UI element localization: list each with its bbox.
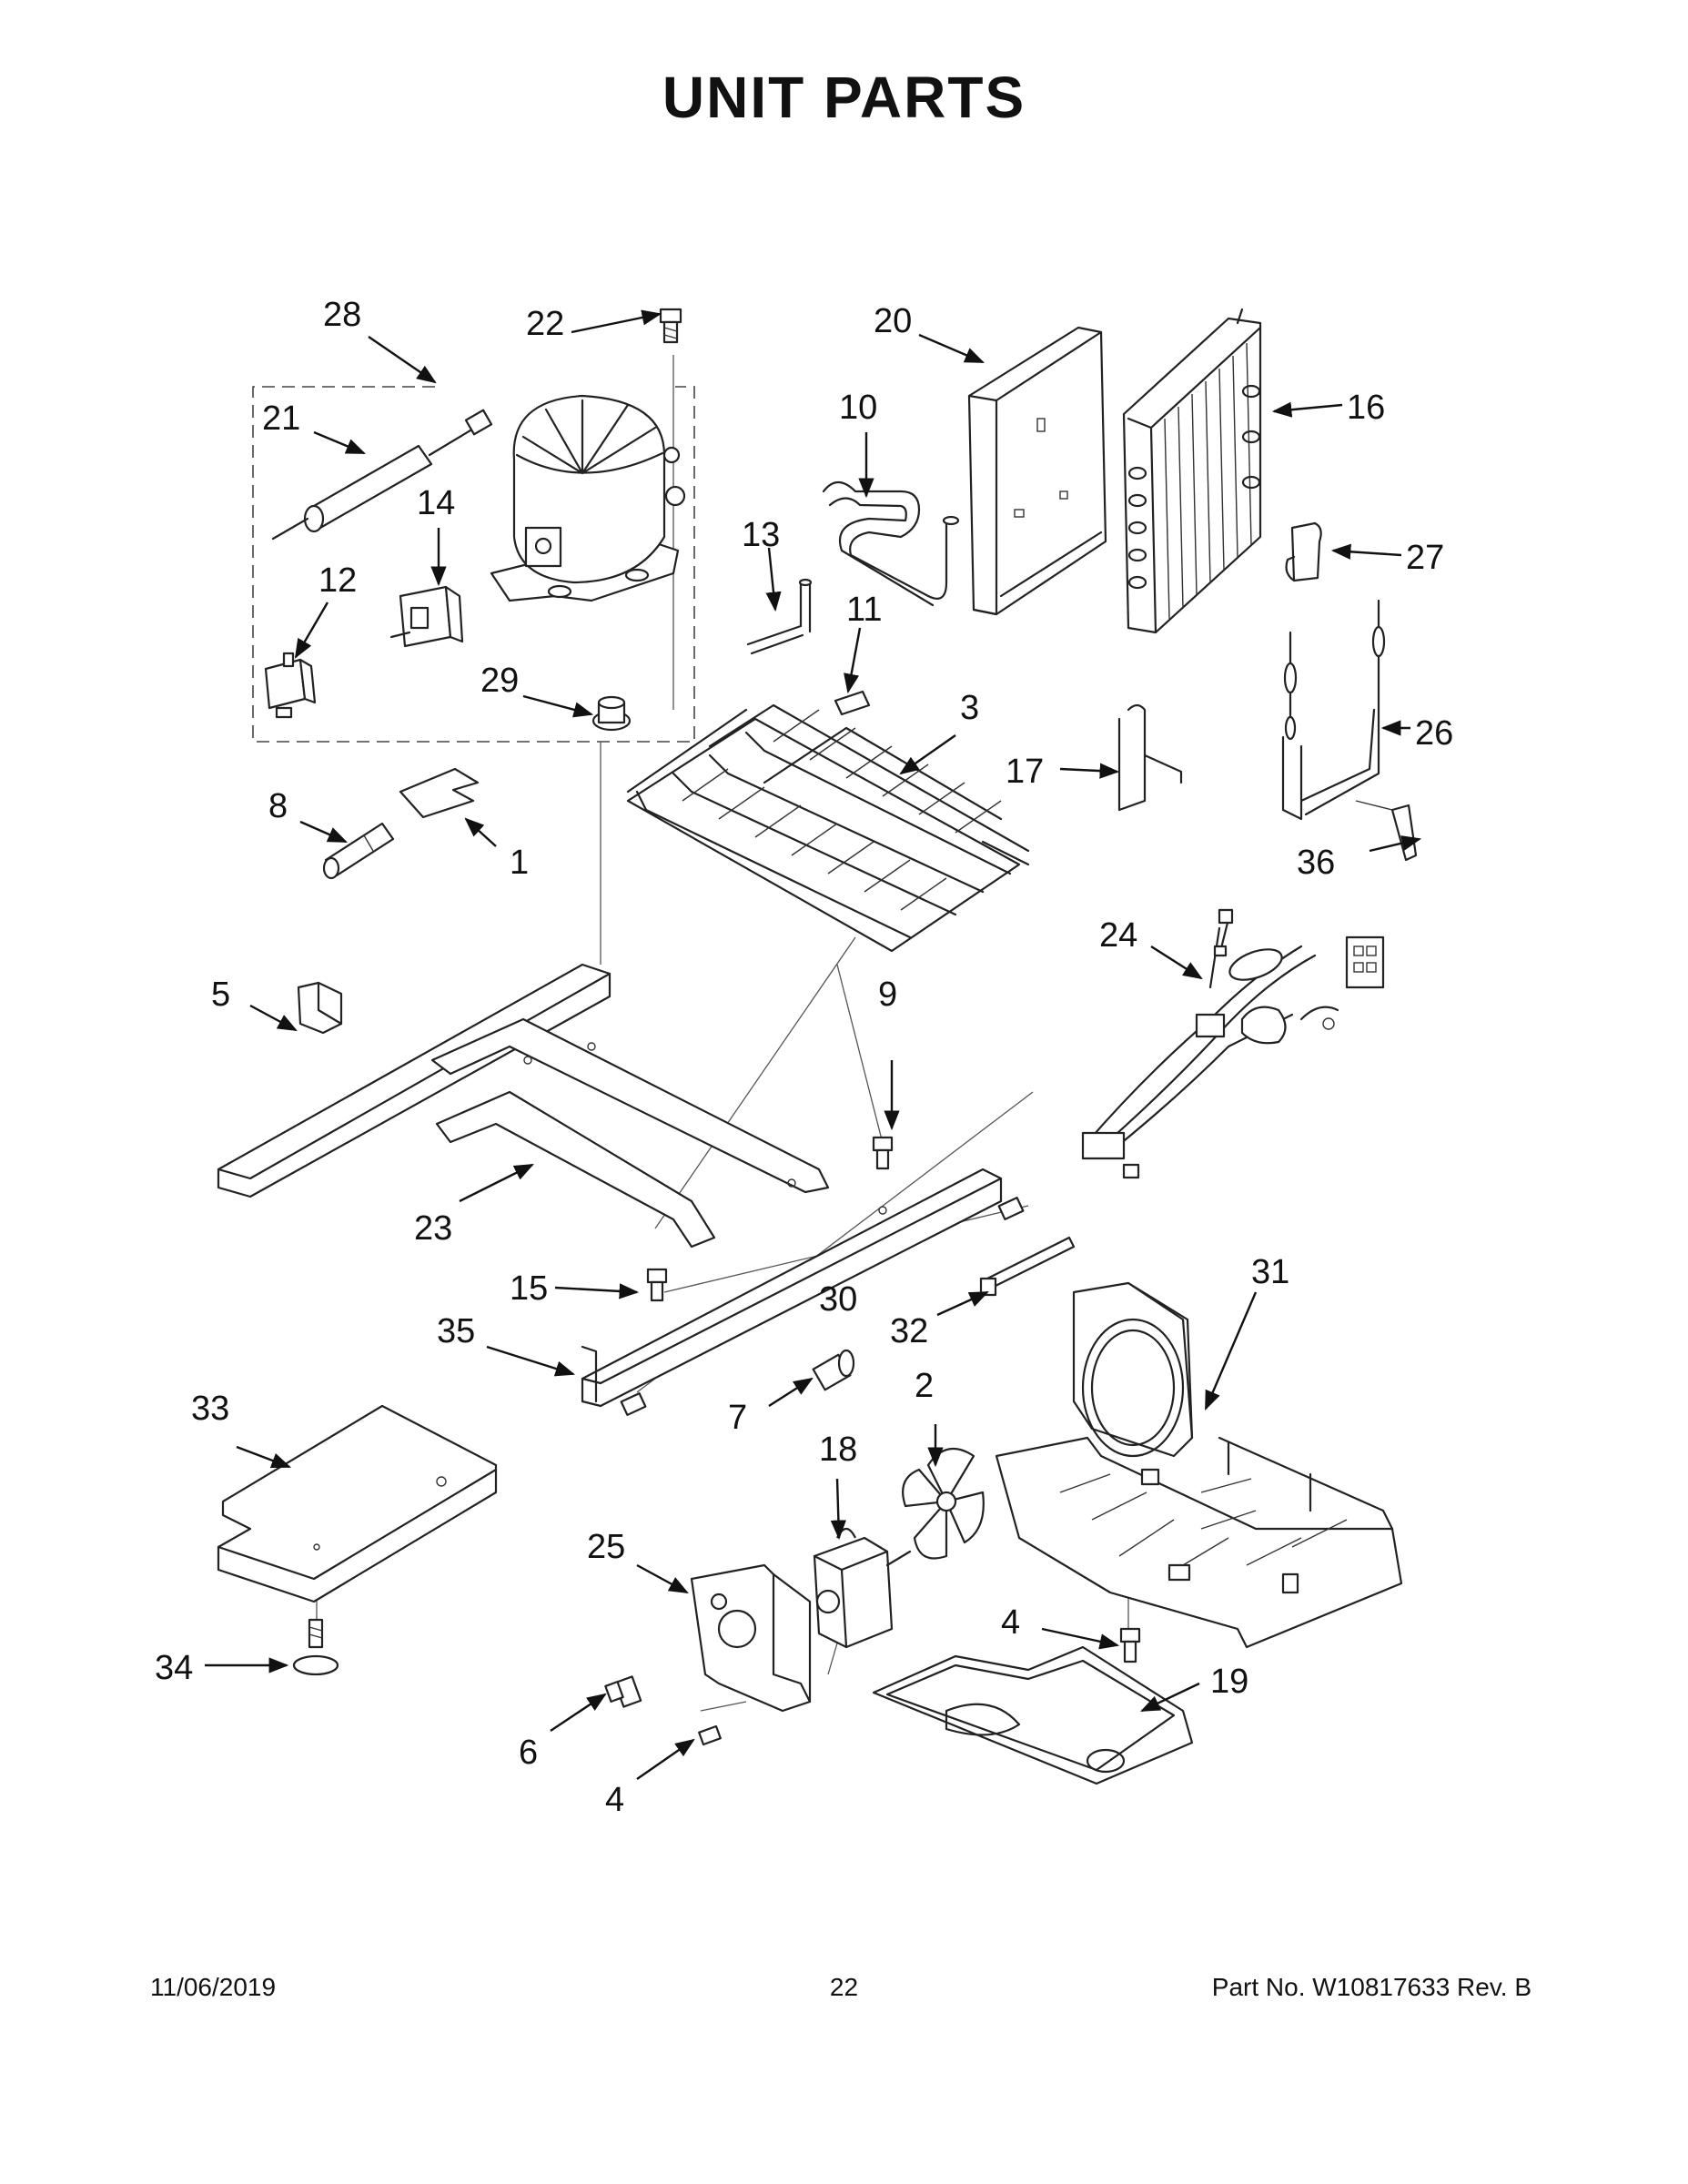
callout-27: 27 [1406,539,1444,577]
drain-pan-part [872,1645,1194,1785]
screw-4-part [698,1627,1141,1746]
clip-part [1285,521,1322,582]
front-rail-part [581,1345,598,1403]
screw-30-part [620,1197,1025,1416]
fan-motor-part [813,1527,912,1649]
condenser-coil-part [626,703,1030,953]
base-frame-part [217,963,1003,1408]
evaporator-part [1122,308,1262,634]
callout-23: 23 [414,1209,452,1248]
callout-22: 22 [526,305,564,343]
fan-blade-part [902,1447,985,1560]
compressor-part [490,394,686,602]
drier-part [271,409,493,541]
page-title: UNIT PARTS [662,65,1026,130]
callout-18: 18 [819,1431,857,1469]
bushing-part [812,1349,855,1391]
callout-33: 33 [191,1390,229,1428]
callout-8: 8 [268,787,288,825]
leveling-leg-part [292,1618,339,1676]
callout-7: 7 [728,1399,747,1437]
callout-15: 15 [510,1269,548,1308]
callout-31: 31 [1251,1253,1289,1291]
callout-34: 34 [155,1649,193,1687]
callout-24: 24 [1099,916,1137,955]
screw-part [659,308,682,344]
callout-21: 21 [262,399,300,438]
clip-sheet-part [399,767,480,819]
callout-19: 19 [1210,1663,1248,1701]
callout-16: 16 [1347,389,1385,427]
screw-9-part [872,1136,894,1170]
compressor-kit-outline [252,386,695,743]
callout-4b: 4 [605,1781,624,1819]
motor-bracket-part [690,1563,812,1713]
footer-date: 11/06/2019 [150,1973,277,2001]
callout-5: 5 [211,976,230,1014]
callout-6: 6 [519,1734,538,1772]
leader-arrows [205,309,1422,1780]
screw-15-part [646,1268,668,1302]
callout-20: 20 [874,302,912,340]
callout-13: 13 [742,516,780,554]
callout-26: 26 [1415,714,1453,753]
condenser-clip-part [834,690,871,716]
callout-25: 25 [587,1528,625,1566]
callout-30: 30 [819,1280,857,1319]
wire-bracket-part [1117,703,1183,812]
callout-2: 2 [915,1367,934,1405]
callout-10: 10 [839,389,877,427]
callout-labels: 28 21 22 20 16 10 14 13 12 11 27 29 3 26… [155,296,1453,1819]
heat-exchanger-part [1281,599,1386,821]
cable-tie-part [979,1236,1076,1297]
wiring-harness-part [1081,908,1385,1179]
tube-bent-part [822,480,960,607]
callout-32: 32 [890,1312,928,1350]
callout-35: 35 [437,1312,475,1350]
callout-12: 12 [318,561,357,600]
callout-14: 14 [417,484,455,522]
callout-4a: 4 [1001,1603,1020,1642]
grommet-part [591,695,632,732]
overload-part [264,652,317,719]
tube-sleeve-part [322,822,395,880]
tube-part [746,578,813,655]
evaporator-cover-part [967,326,1107,616]
bracket-part [297,981,343,1035]
callout-28: 28 [323,296,361,334]
callout-29: 29 [480,662,519,700]
footer-part-number: Part No. W10817633 Rev. B [1211,1973,1531,2001]
callout-9: 9 [878,976,897,1014]
small-clip-part [1355,800,1418,862]
callout-3: 3 [960,689,979,727]
callout-1: 1 [510,844,529,882]
callout-36: 36 [1297,844,1335,882]
machine-compartment-base-part [995,1281,1403,1649]
callout-11: 11 [846,591,882,629]
access-cover-part [217,1404,498,1603]
footer-page-number: 22 [829,1973,859,2001]
screw-6-part [604,1675,642,1708]
callout-17: 17 [1006,753,1044,791]
start-relay-part [389,585,464,648]
